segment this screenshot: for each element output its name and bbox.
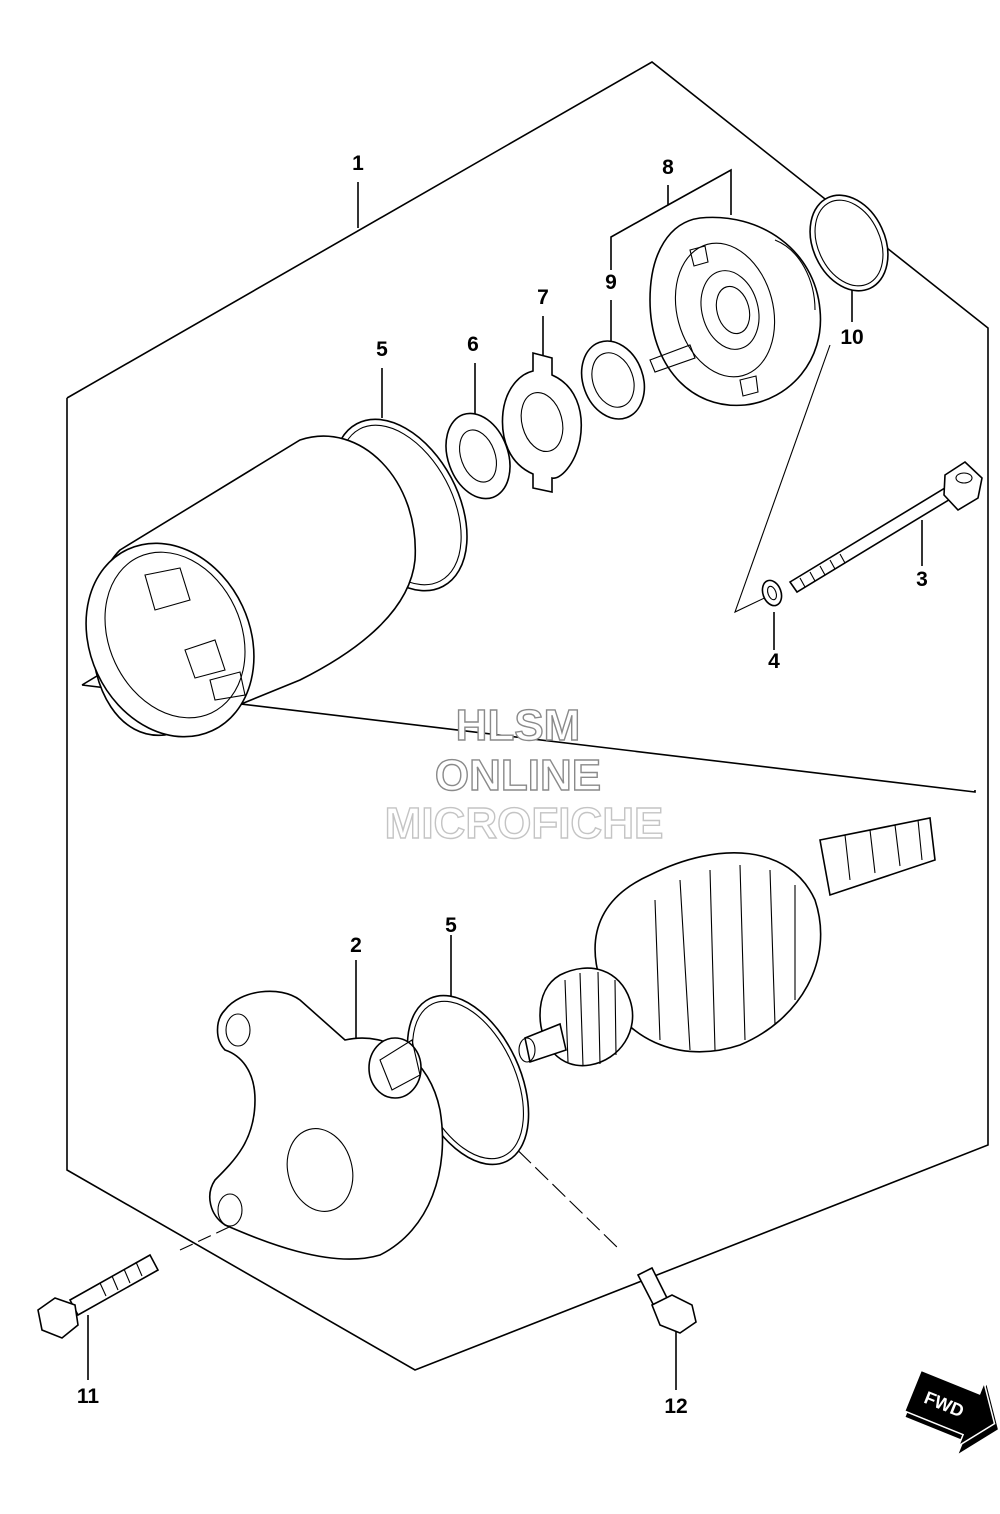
label-6: 6 bbox=[467, 333, 479, 356]
yoke-housing bbox=[85, 435, 416, 738]
label-5-lower: 5 bbox=[445, 914, 457, 937]
assembly-boundary bbox=[66, 61, 989, 1371]
label-7: 7 bbox=[537, 286, 549, 309]
watermark: HLSM ONLINE MICROFICHE bbox=[384, 700, 664, 848]
label-4: 4 bbox=[768, 650, 780, 673]
watermark-line3: MICROFICHE bbox=[385, 799, 664, 848]
fwd-arrow-badge: FWD bbox=[903, 1369, 998, 1454]
watermark-line2: ONLINE bbox=[435, 751, 601, 800]
label-12: 12 bbox=[664, 1395, 687, 1418]
label-2: 2 bbox=[350, 934, 362, 957]
label-10: 10 bbox=[840, 326, 863, 349]
rear-bracket bbox=[209, 990, 444, 1260]
label-3: 3 bbox=[916, 568, 928, 591]
label-11: 11 bbox=[77, 1385, 100, 1408]
through-bolt bbox=[788, 460, 983, 594]
part-labels: 1 2 3 4 5 5 6 7 8 9 10 11 12 bbox=[77, 152, 928, 1418]
front-bracket bbox=[649, 216, 822, 407]
terminal-screw bbox=[636, 1266, 697, 1334]
label-9: 9 bbox=[605, 271, 617, 294]
label-1: 1 bbox=[352, 152, 364, 175]
small-washer bbox=[761, 579, 783, 607]
o-ring-front bbox=[809, 194, 889, 292]
label-5-upper: 5 bbox=[376, 338, 388, 361]
armature bbox=[518, 817, 936, 1067]
label-8: 8 bbox=[662, 156, 674, 179]
lock-plate bbox=[501, 351, 583, 493]
oil-seal bbox=[580, 340, 646, 420]
bracket-bolt bbox=[37, 1253, 160, 1339]
watermark-line1: HLSM bbox=[456, 701, 581, 750]
